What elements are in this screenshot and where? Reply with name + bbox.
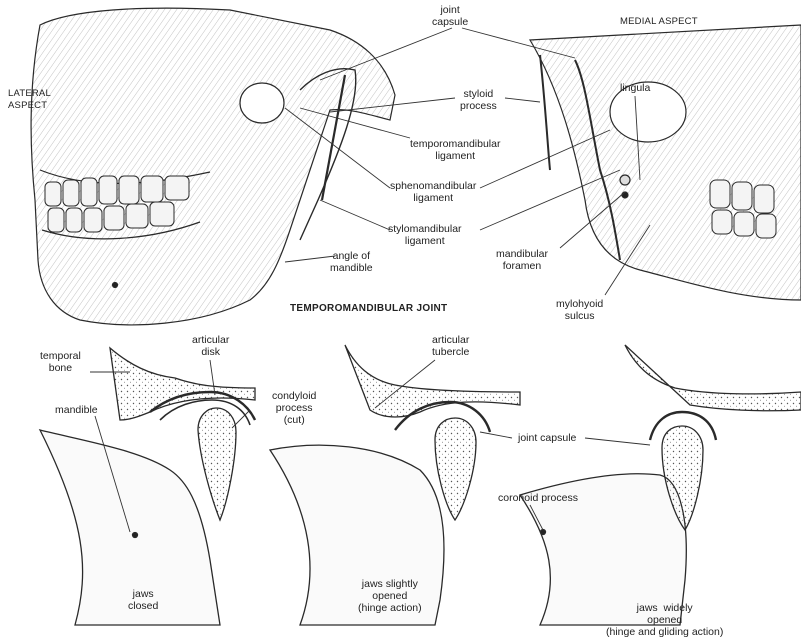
temporal-bone-label: temporal bone [40, 350, 81, 374]
angle-of-mandible-label: angle of mandible [330, 250, 373, 274]
stylomandibular-ligament-label: stylomandibular ligament [388, 223, 462, 247]
mandibular-foramen-label: mandibular foramen [496, 248, 548, 272]
lingula-label: lingula [620, 82, 650, 94]
articular-tubercle-label: articular tubercle [432, 334, 469, 358]
temporomandibular-ligament-label: temporomandibular ligament [410, 138, 500, 162]
mandible-label: mandible [55, 404, 98, 416]
tmj-closed-drawing [40, 348, 255, 625]
tmj-widely-opened-drawing [520, 345, 801, 625]
styloid-process-label: styloid process [460, 88, 497, 112]
joint-capsule-label-upper: joint capsule [432, 4, 468, 28]
lateral-aspect-label: LATERAL ASPECT [8, 88, 51, 112]
caption-jaws-slightly-opened: jaws slightly opened (hinge action) [358, 578, 422, 614]
joint-capsule-label-lower: joint capsule [518, 432, 576, 444]
caption-jaws-closed: jaws closed [128, 588, 158, 612]
coronoid-process-label: coronoid process [498, 492, 578, 504]
mylohyoid-sulcus-label: mylohyoid sulcus [556, 298, 603, 322]
condyloid-process-label: condyloid process (cut) [272, 390, 316, 426]
figure-title: TEMPOROMANDIBULAR JOINT [290, 303, 447, 315]
lateral-skull-drawing [31, 8, 395, 325]
medial-aspect-label: MEDIAL ASPECT [620, 16, 698, 28]
sphenomandibular-ligament-label: sphenomandibular ligament [390, 180, 476, 204]
medial-mandible-drawing [530, 25, 801, 300]
articular-disk-label: articular disk [192, 334, 229, 358]
caption-jaws-widely-opened: jaws widely opened (hinge and gliding ac… [606, 602, 723, 638]
